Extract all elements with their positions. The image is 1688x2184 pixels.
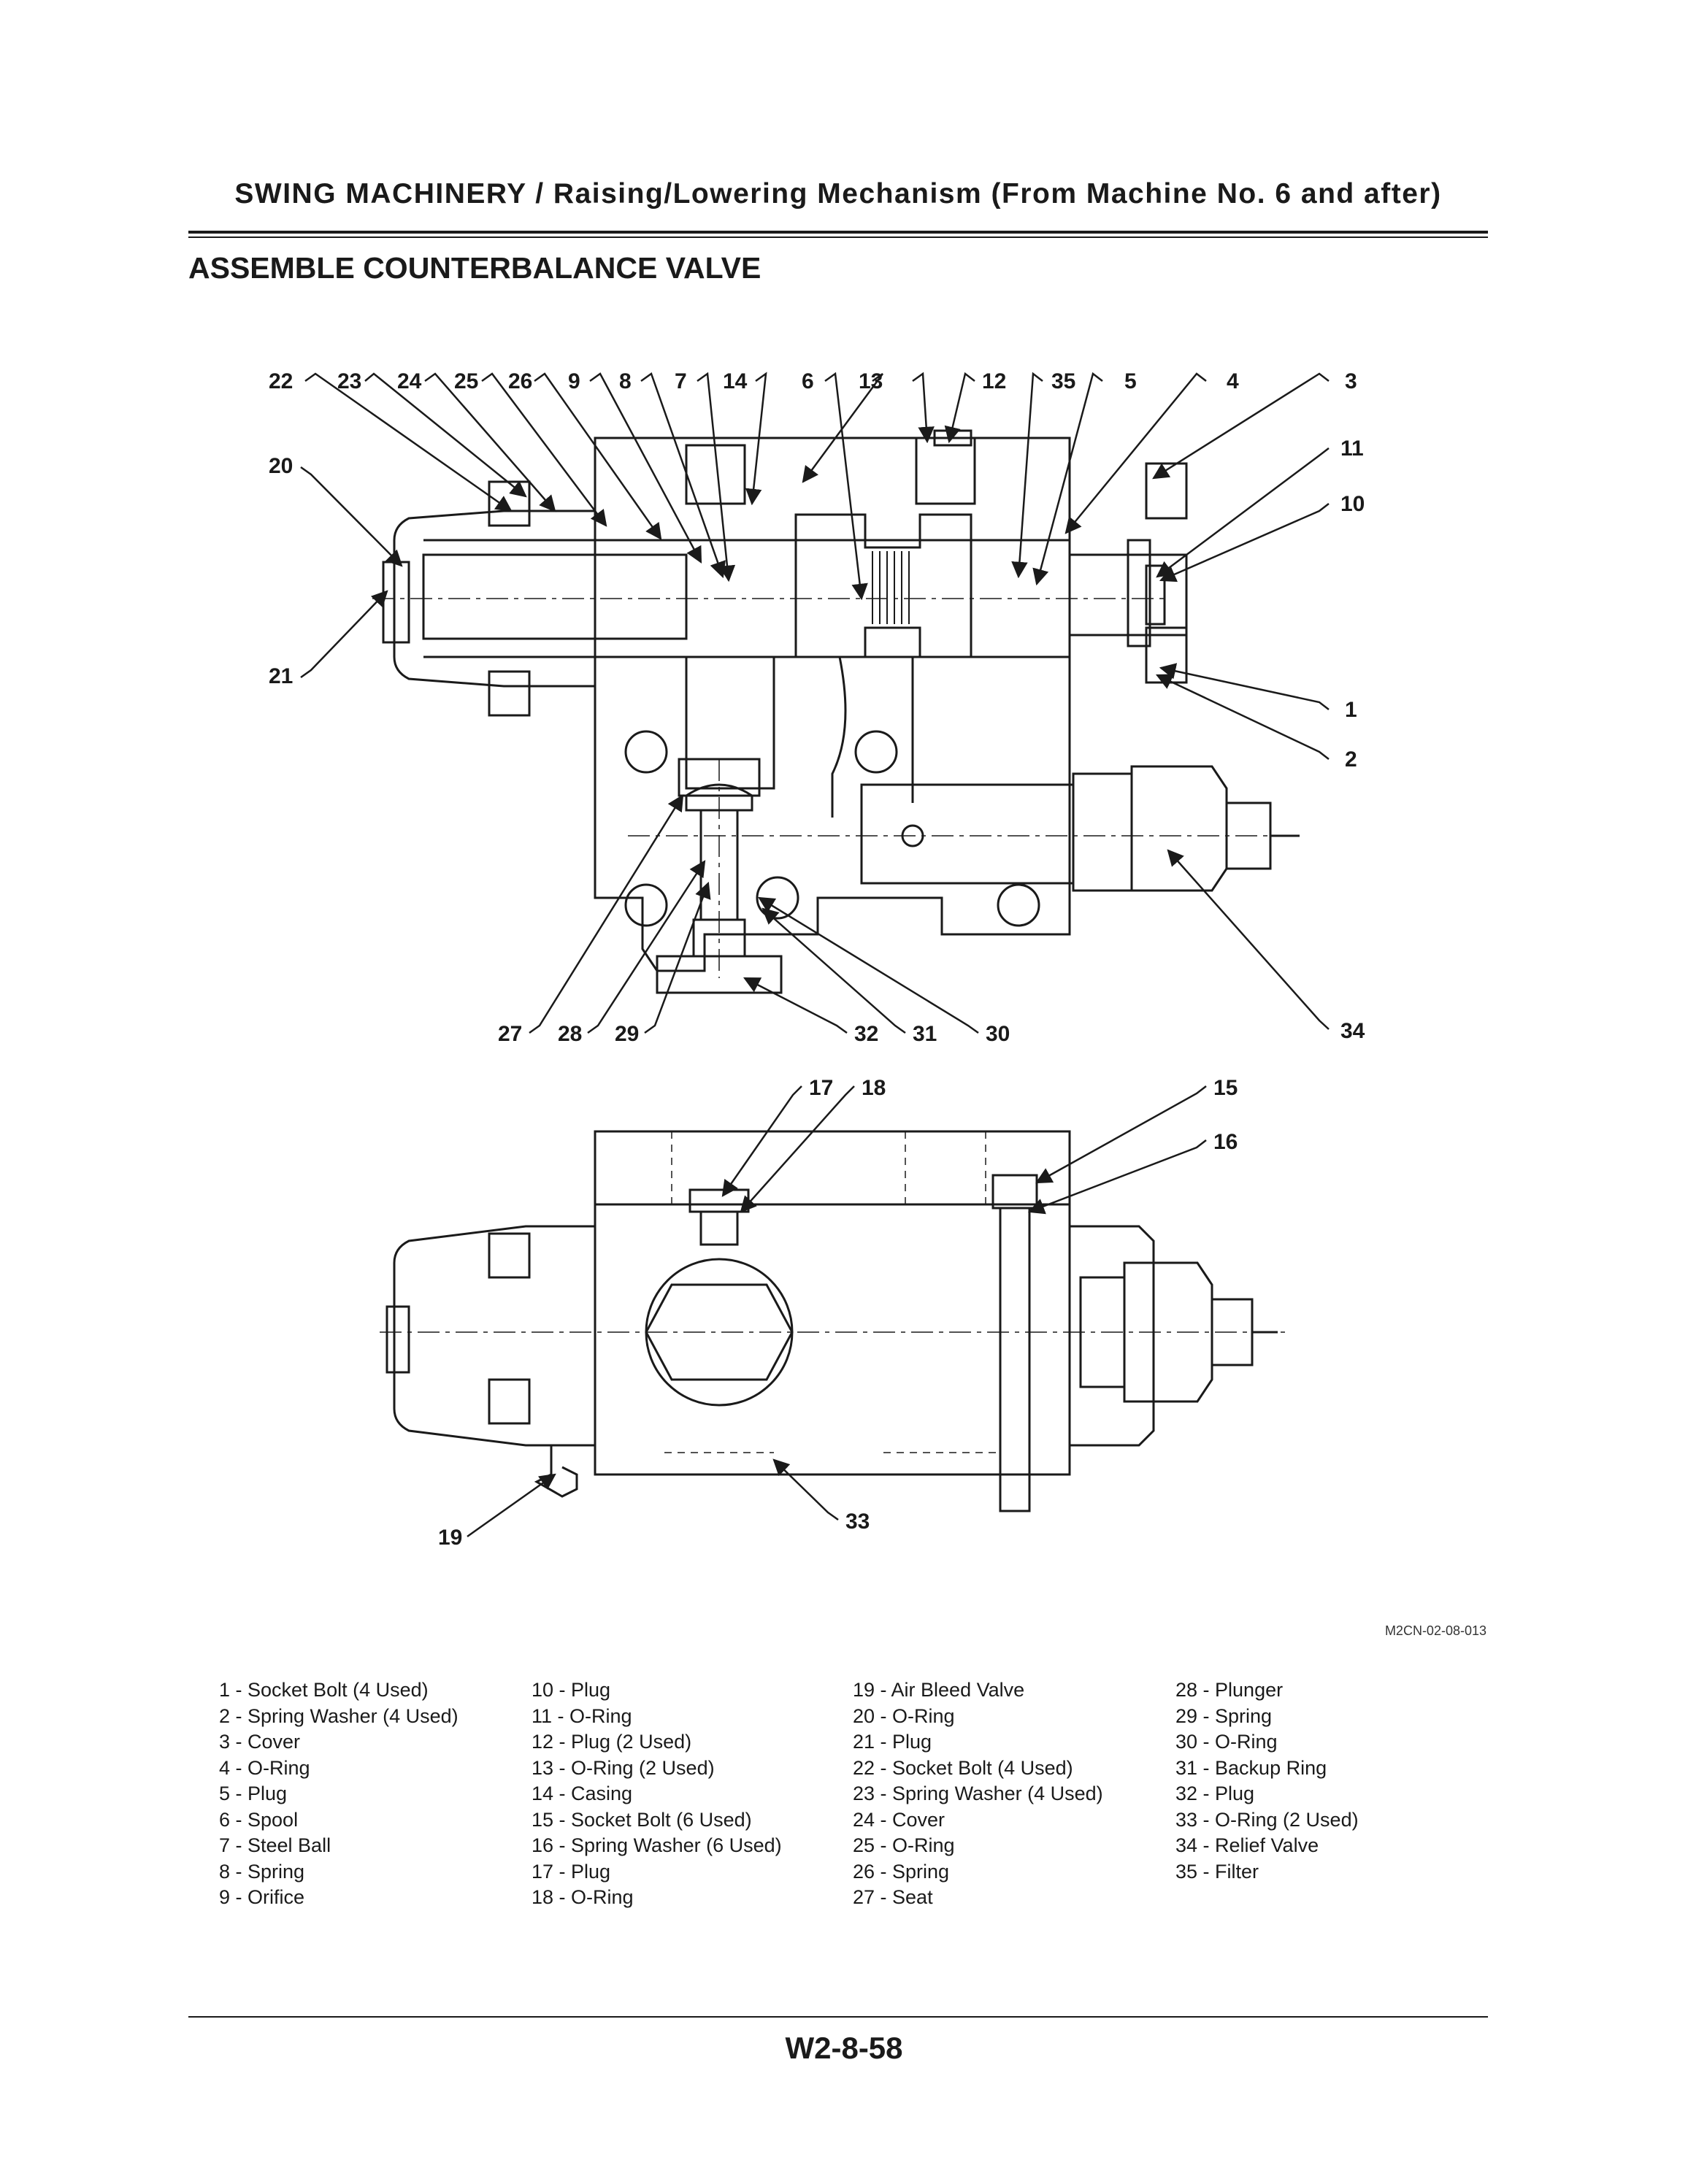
callout-11: 11	[1340, 437, 1364, 461]
parts-legend-col-1: 1 - Socket Bolt (4 Used) 2 - Spring Wash…	[219, 1677, 459, 1911]
legend-item: 15 - Socket Bolt (6 Used)	[532, 1808, 752, 1831]
callout-1: 1	[1345, 698, 1357, 722]
legend-item: 3 - Cover	[219, 1731, 301, 1753]
legend-item: 11 - O-Ring	[532, 1704, 632, 1727]
legend-item: 5 - Plug	[219, 1783, 288, 1804]
callout-28: 28	[558, 1022, 582, 1046]
legend-item: 25 - O-Ring	[853, 1834, 955, 1856]
callout-6: 6	[802, 369, 814, 393]
callout-27: 27	[498, 1022, 522, 1046]
callout-labels: 22 23 24 25 26 9 8 7 14 6 13 12 35 5 4 3…	[269, 369, 1365, 1550]
legend-item: 35 - Filter	[1175, 1860, 1259, 1883]
callout-3: 3	[1345, 369, 1357, 393]
callout-17: 17	[809, 1076, 833, 1100]
legend-item: 28 - Plunger	[1175, 1679, 1284, 1701]
callout-20: 20	[269, 454, 293, 478]
callout-15: 15	[1213, 1076, 1238, 1100]
legend-item: 31 - Backup Ring	[1175, 1756, 1327, 1779]
callout-29: 29	[615, 1022, 639, 1046]
callout-7: 7	[675, 369, 687, 393]
legend-item: 34 - Relief Valve	[1175, 1834, 1319, 1856]
callout-34: 34	[1340, 1019, 1365, 1043]
callout-13: 13	[859, 369, 883, 393]
callout-35: 35	[1051, 369, 1075, 393]
legend-item: 26 - Spring	[853, 1860, 950, 1883]
legend-item: 23 - Spring Washer (4 Used)	[853, 1783, 1103, 1804]
legend-item: 9 - Orifice	[219, 1886, 305, 1908]
legend-item: 1 - Socket Bolt (4 Used)	[219, 1679, 429, 1701]
callout-21: 21	[269, 664, 293, 688]
page-header-title: SWING MACHINERY / Raising/Lowering Mecha…	[234, 178, 1442, 209]
legend-item: 4 - O-Ring	[219, 1756, 310, 1779]
legend-item: 12 - Plug (2 Used)	[532, 1731, 692, 1753]
callout-14: 14	[723, 369, 748, 393]
legend-item: 10 - Plug	[532, 1679, 611, 1701]
callout-33: 33	[845, 1510, 870, 1534]
footer-rule	[188, 2016, 1488, 2018]
legend-item: 24 - Cover	[853, 1808, 945, 1831]
parts-legend-col-2: 10 - Plug 11 - O-Ring 12 - Plug (2 Used)…	[532, 1677, 782, 1911]
legend-item: 27 - Seat	[853, 1886, 933, 1908]
callout-31: 31	[913, 1022, 937, 1046]
parts-legend-col-3: 19 - Air Bleed Valve 20 - O-Ring 21 - Pl…	[853, 1677, 1103, 1911]
legend-item: 29 - Spring	[1175, 1704, 1273, 1727]
callout-22: 22	[269, 369, 293, 393]
callout-10: 10	[1340, 492, 1365, 516]
legend-item: 16 - Spring Washer (6 Used)	[532, 1834, 782, 1856]
parts-legend-col-4: 28 - Plunger 29 - Spring 30 - O-Ring 31 …	[1175, 1677, 1359, 1885]
callout-12: 12	[982, 369, 1006, 393]
callout-19: 19	[438, 1526, 462, 1550]
counterbalance-valve-diagram: 22 23 24 25 26 9 8 7 14 6 13 12 35 5 4 3…	[269, 369, 1365, 1550]
header-rule-thin	[188, 237, 1488, 238]
callout-4: 4	[1227, 369, 1239, 393]
callout-24: 24	[397, 369, 422, 393]
section-view-drawing	[372, 429, 1300, 994]
legend-item: 22 - Socket Bolt (4 Used)	[853, 1756, 1073, 1779]
legend-item: 20 - O-Ring	[853, 1704, 955, 1727]
legend-item: 13 - O-Ring (2 Used)	[532, 1756, 715, 1779]
legend-item: 21 - Plug	[853, 1731, 932, 1753]
callout-2: 2	[1345, 747, 1357, 772]
legend-item: 17 - Plug	[532, 1860, 611, 1883]
legend-item: 14 - Casing	[532, 1783, 633, 1804]
callout-5: 5	[1124, 369, 1137, 393]
external-view-drawing	[380, 1130, 1285, 1512]
callout-25: 25	[454, 369, 478, 393]
legend-item: 6 - Spool	[219, 1808, 299, 1831]
legend-item: 32 - Plug	[1175, 1783, 1255, 1804]
legend-item: 18 - O-Ring	[532, 1886, 634, 1908]
callout-26: 26	[508, 369, 532, 393]
callout-16: 16	[1213, 1130, 1238, 1154]
callout-32: 32	[854, 1022, 878, 1046]
legend-item: 33 - O-Ring (2 Used)	[1175, 1808, 1359, 1831]
callout-30: 30	[986, 1022, 1010, 1046]
page-number: W2-8-58	[785, 2031, 903, 2065]
header-rule	[188, 231, 1488, 234]
callout-18: 18	[862, 1076, 886, 1100]
legend-item: 7 - Steel Ball	[219, 1834, 331, 1856]
figure-code: M2CN-02-08-013	[1384, 1623, 1486, 1638]
callout-9: 9	[568, 369, 580, 393]
callout-8: 8	[619, 369, 632, 393]
legend-item: 2 - Spring Washer (4 Used)	[219, 1704, 459, 1727]
callout-23: 23	[337, 369, 361, 393]
section-title: ASSEMBLE COUNTERBALANCE VALVE	[188, 251, 761, 285]
legend-item: 19 - Air Bleed Valve	[853, 1679, 1025, 1701]
callout-leaders	[300, 372, 1330, 1538]
legend-item: 30 - O-Ring	[1175, 1731, 1278, 1753]
legend-item: 8 - Spring	[219, 1860, 305, 1883]
